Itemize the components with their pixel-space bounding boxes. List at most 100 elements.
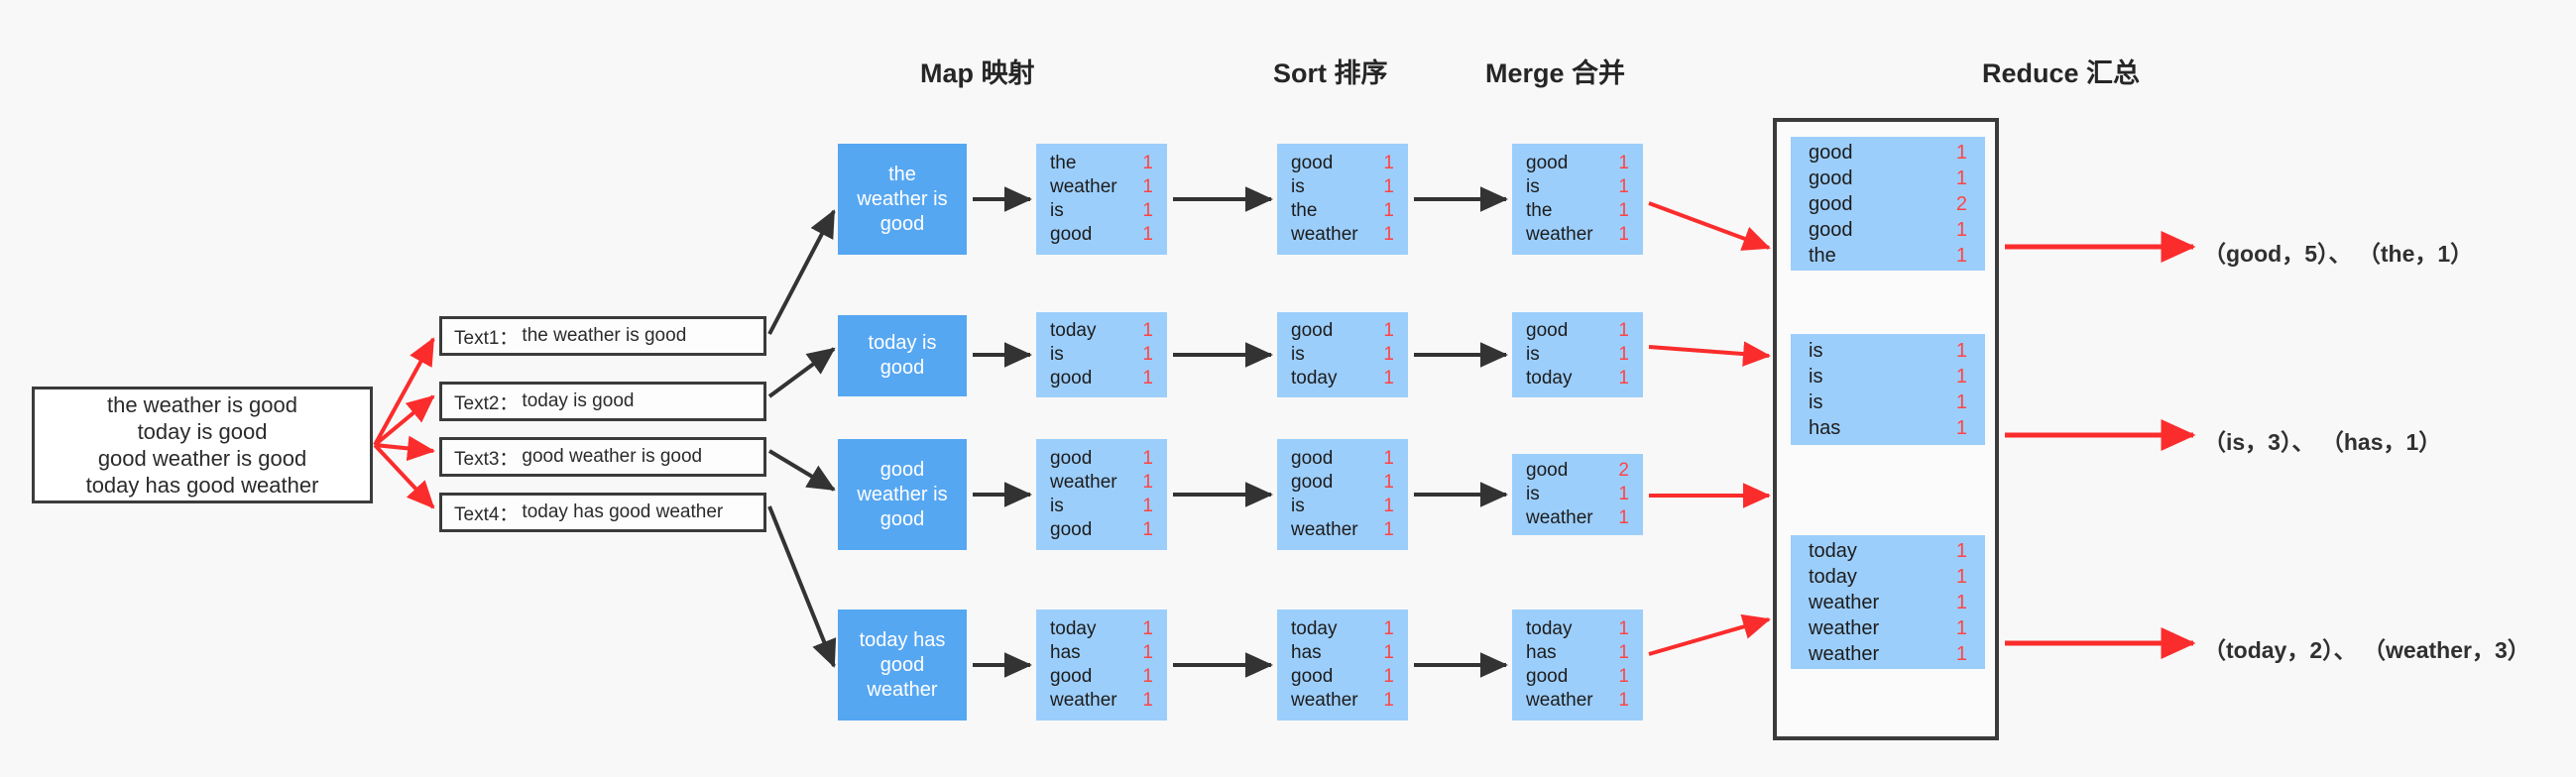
split-key: Text3： [454, 448, 519, 470]
split-key: Text4： [454, 503, 519, 525]
kv-count: 1 [1383, 618, 1394, 639]
kv-count: 1 [1383, 344, 1394, 365]
kv-key: good [1291, 448, 1334, 469]
kv-key: weather [1050, 690, 1117, 711]
map-box-line: today is [868, 332, 937, 354]
kv-count: 1 [1618, 484, 1629, 504]
kv-key: good [1809, 141, 1853, 164]
arrows-reduce-to-results [2005, 230, 2196, 659]
kv-count: 1 [1955, 417, 1967, 439]
kv-key: has [1809, 417, 1841, 439]
map-box-line: good [879, 653, 925, 676]
kv-key: today [1291, 618, 1338, 639]
kv-count: 1 [1142, 448, 1153, 469]
kv-count: 1 [1955, 391, 1967, 413]
result-label-2: （is，3）、 （has，1） [2203, 429, 2442, 455]
kv-key: today [1526, 618, 1573, 639]
split-value: the weather is good [522, 325, 687, 346]
map-box-line: weather [867, 678, 938, 701]
column-header-sort-label: Sort 排序 [1273, 58, 1388, 88]
kv-count: 1 [1383, 666, 1394, 687]
kv-key: good [1050, 368, 1093, 388]
kv-key: weather [1291, 224, 1358, 245]
kv-count: 1 [1142, 176, 1153, 197]
split-box-text3: Text3： good weather is good [439, 437, 766, 477]
kv-count: 1 [1142, 472, 1153, 493]
kv-key: weather [1526, 224, 1593, 245]
kv-key: good [1809, 166, 1853, 189]
kv-count: 1 [1618, 690, 1629, 711]
kv-key: has [1291, 642, 1322, 663]
kv-count: 1 [1618, 176, 1629, 197]
kv-count: 1 [1383, 368, 1394, 388]
kv-key: is [1050, 496, 1064, 516]
kv-key: good [1050, 224, 1093, 245]
kv-key: the [1050, 153, 1077, 173]
arrows-source-to-splits [373, 337, 435, 509]
map-box-3: good weather is good [838, 439, 967, 550]
column-header-merge: Merge 合并 [1485, 52, 1625, 90]
kv-key: is [1809, 340, 1823, 362]
split-value: today is good [522, 390, 635, 411]
kv-key: is [1291, 496, 1305, 516]
split-box-text2: Text2： today is good [439, 382, 766, 421]
kv-key: is [1809, 366, 1823, 388]
column-header-merge-label: Merge 合并 [1485, 58, 1626, 88]
kv-key: the [1291, 200, 1318, 221]
map-box-line: the [888, 163, 916, 185]
kv-count: 1 [1618, 642, 1629, 663]
kv-key: today [1050, 320, 1097, 341]
arrows-mergeout-to-reduce [1648, 201, 1771, 656]
kv-count: 1 [1142, 200, 1153, 221]
map-box-line: today has [859, 628, 946, 651]
column-header-reduce-label: Reduce 汇总 [1982, 58, 2141, 88]
kv-key: good [1526, 320, 1569, 341]
kv-key: good [1050, 666, 1093, 687]
map-box-line: good [879, 507, 925, 530]
kv-count: 1 [1618, 344, 1629, 365]
split-value: good weather is good [522, 446, 703, 467]
kv-key: weather [1291, 519, 1358, 540]
kv-key: the [1809, 244, 1836, 267]
arrows-map-to-mapout [973, 186, 1032, 678]
kv-count: 1 [1618, 666, 1629, 687]
kv-count: 1 [1955, 218, 1967, 241]
kv-count: 1 [1142, 618, 1153, 639]
kv-key: is [1050, 344, 1064, 365]
result-label-1: （good，5）、 （the，1） [2203, 241, 2474, 267]
source-document-box: the weather is good today is good good w… [32, 387, 373, 503]
map-box-1: the weather is good [838, 144, 967, 255]
column-header-map-label: Map 映射 [920, 58, 1035, 88]
kv-count: 1 [1142, 496, 1153, 516]
kv-key: weather [1526, 507, 1593, 528]
kv-key: weather [1809, 591, 1880, 613]
kv-count: 1 [1955, 642, 1967, 665]
split-box-text1: Text1： the weather is good [439, 316, 766, 356]
kv-key: good [1526, 666, 1569, 687]
